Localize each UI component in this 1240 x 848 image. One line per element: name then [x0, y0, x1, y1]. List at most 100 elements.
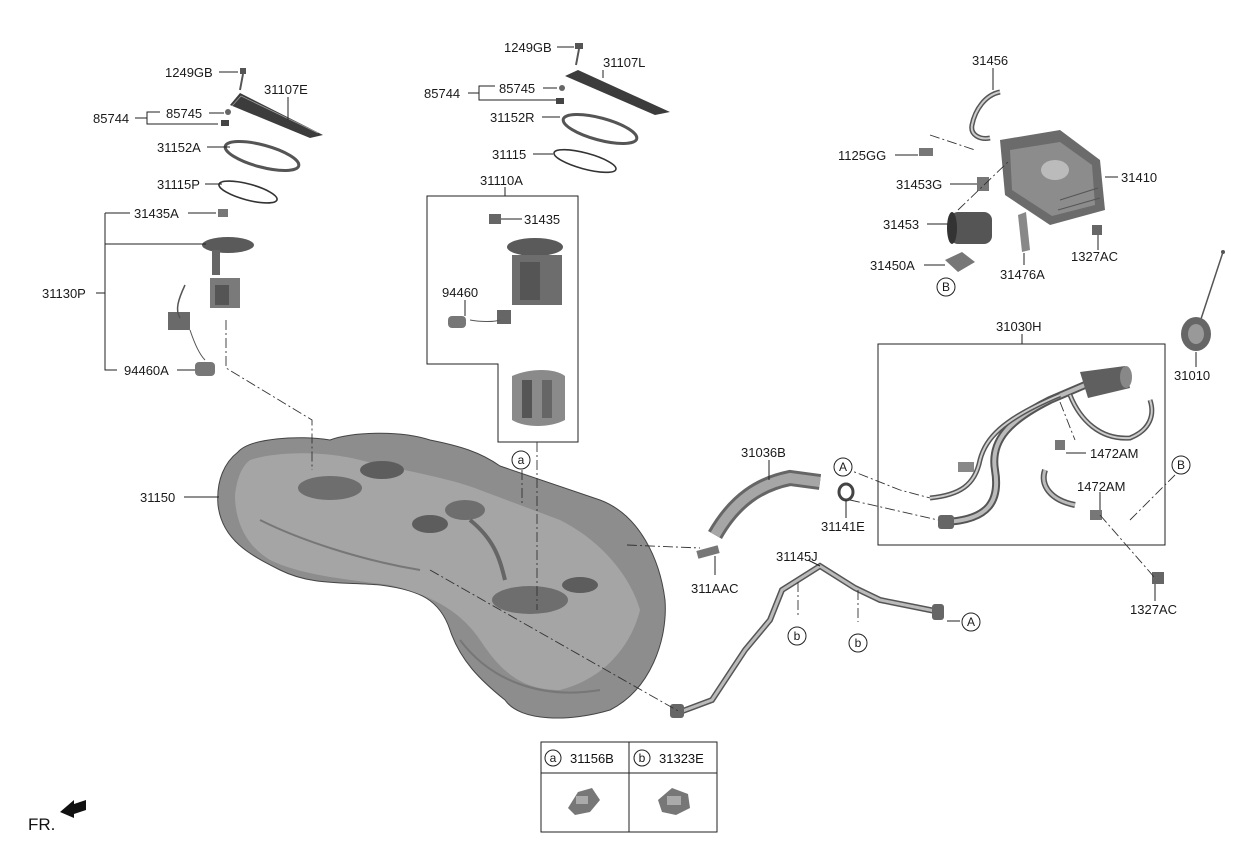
label-31036B: 31036B [741, 445, 786, 460]
callout-A-right: A [961, 612, 981, 632]
label-31435A: 31435A [134, 206, 179, 221]
clip-85744-left[interactable] [221, 120, 229, 126]
clip-311AAC[interactable] [696, 545, 720, 559]
vapor-tube-31145J[interactable] [670, 562, 944, 718]
front-direction-indicator: FR. [28, 800, 86, 834]
label-1327AC-top: 1327AC [1071, 249, 1118, 264]
label-31145J: 31145J [776, 549, 818, 564]
clamp-1472AM-b[interactable] [1090, 510, 1102, 520]
reservoir-cup[interactable] [512, 370, 565, 426]
callouts: a B A B b b A [511, 277, 1191, 653]
label-31152R: 31152R [490, 110, 535, 125]
label-85745-mid: 85745 [499, 81, 535, 96]
svg-text:A: A [839, 460, 847, 474]
gasket-31152A[interactable] [222, 136, 301, 177]
label-31152A: 31152A [157, 140, 201, 155]
label-85744-mid: 85744 [424, 86, 460, 101]
label-31010: 31010 [1174, 368, 1210, 383]
ring-31115[interactable] [552, 145, 618, 177]
gasket-31152R[interactable] [560, 109, 639, 150]
part-31453G[interactable] [977, 177, 989, 191]
clip-31323E-image[interactable] [658, 788, 690, 815]
front-arrow-icon [60, 800, 86, 818]
leader-lines [96, 46, 1197, 622]
clip-31156B-image[interactable] [568, 788, 600, 815]
bracket-31450A[interactable] [945, 252, 975, 272]
label-31141E: 31141E [821, 519, 865, 534]
part-31435A[interactable] [218, 209, 228, 217]
label-31476A: 31476A [1000, 267, 1045, 282]
label-31410: 31410 [1121, 170, 1157, 185]
label-1249GB-mid: 1249GB [504, 40, 552, 55]
pump-module-31130P[interactable] [168, 237, 254, 361]
label-31115P: 31115P [157, 177, 200, 192]
label-31453G: 31453G [896, 177, 942, 192]
svg-text:B: B [942, 280, 950, 294]
bolt-1249GB-mid[interactable] [575, 43, 583, 66]
cover-plate-31107E[interactable] [230, 93, 323, 138]
canister-31410[interactable] [1000, 130, 1105, 225]
legend-table: a 31156B b 31323E [540, 741, 718, 833]
label-31030H: 31030H [996, 319, 1042, 334]
cover-plate-31107L[interactable] [565, 70, 670, 115]
svg-text:b: b [855, 636, 862, 650]
label-311AAC: 311AAC [691, 581, 738, 596]
part-labels: 1249GB 31107E 85745 85744 31152A 31115P … [42, 40, 1210, 617]
label-85745-left: 85745 [166, 106, 202, 121]
label-31107L: 31107L [603, 55, 645, 70]
callout-b-1: b [787, 626, 807, 646]
label-94460A: 94460A [124, 363, 169, 378]
left-pump-parts [168, 68, 323, 376]
nut-1327AC-top[interactable] [1092, 225, 1102, 235]
bolt-1125GG[interactable] [919, 148, 933, 156]
bolt-1249GB-left[interactable] [239, 68, 246, 91]
label-1472AM-b: 1472AM [1077, 479, 1125, 494]
nut-85745-mid[interactable] [559, 85, 565, 91]
nut-85745-left[interactable] [225, 109, 231, 115]
callout-B-right: B [1171, 455, 1191, 475]
label-85744-left: 85744 [93, 111, 129, 126]
svg-text:A: A [967, 615, 975, 629]
label-1125GG: 1125GG [838, 148, 886, 163]
label-31150: 31150 [140, 490, 175, 505]
fuel-tank-31150[interactable] [217, 432, 666, 719]
label-31115: 31115 [492, 147, 526, 162]
svg-text:a: a [518, 453, 525, 467]
label-31435: 31435 [524, 212, 560, 227]
middle-pump-parts [426, 43, 670, 443]
front-label: FR. [28, 815, 55, 834]
legend-a-part: 31156B [570, 751, 614, 766]
svg-text:b: b [639, 751, 646, 765]
bracket-31476A[interactable] [1018, 212, 1030, 252]
hose-31036B[interactable] [708, 469, 822, 540]
callout-b-2: b [848, 633, 868, 653]
svg-text:b: b [794, 629, 801, 643]
connector-lines [225, 134, 1176, 713]
label-31130P: 31130P [42, 286, 86, 301]
clamp-1472AM-a[interactable] [1055, 440, 1065, 450]
canister-parts [919, 89, 1105, 272]
label-31453: 31453 [883, 217, 919, 232]
label-1249GB-left: 1249GB [165, 65, 213, 80]
clamp-31141E[interactable] [837, 482, 855, 502]
assembly-box-31110A [426, 195, 579, 443]
callout-B-canister: B [936, 277, 956, 297]
clip-85744-mid[interactable] [556, 98, 564, 104]
label-31450A: 31450A [870, 258, 915, 273]
label-31107E: 31107E [264, 82, 308, 97]
ring-31115P[interactable] [217, 177, 279, 208]
filler-pipe-31030H[interactable] [929, 366, 1155, 529]
svg-text:a: a [550, 751, 557, 765]
label-31110A: 31110A [480, 173, 523, 188]
svg-text:B: B [1177, 458, 1185, 472]
fuel-cap-31010[interactable] [1181, 250, 1225, 351]
filter-94460[interactable] [448, 316, 466, 328]
valve-31453[interactable] [947, 212, 992, 244]
legend-b-part: 31323E [659, 751, 704, 766]
label-1472AM-a: 1472AM [1090, 446, 1138, 461]
nut-1327AC-bot[interactable] [1152, 572, 1164, 584]
pump-module-31110A[interactable] [469, 214, 563, 324]
label-1327AC-bot: 1327AC [1130, 602, 1177, 617]
filter-94460A[interactable] [195, 362, 215, 376]
